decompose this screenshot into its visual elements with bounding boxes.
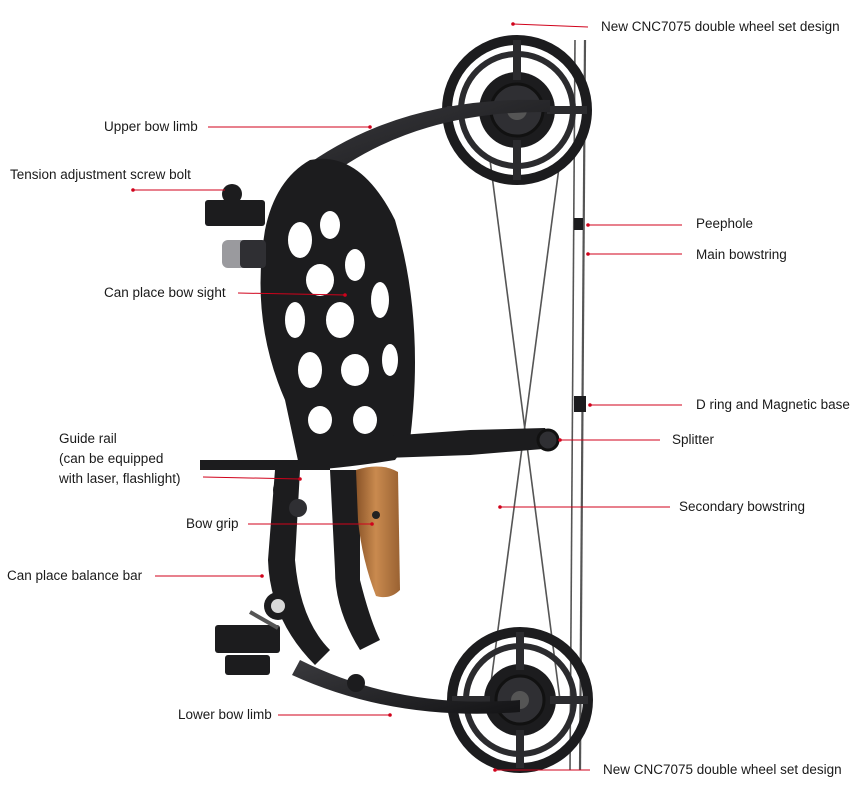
bow-grip [356,466,400,598]
tension-bolt-upper [205,184,266,268]
label-d-ring: D ring and Magnetic base [696,397,850,412]
label-guide-rail: Guide rail (can be equipped with laser, … [59,429,181,489]
label-guide-rail-line1: Guide rail [59,431,117,446]
label-secondary-string: Secondary bowstring [679,499,806,514]
label-main-string: Main bowstring [696,247,787,262]
leader-dots [131,22,592,772]
label-top-wheel: New CNC7075 double wheel set design [601,19,840,34]
label-tension-bolt: Tension adjustment screw bolt [10,167,191,182]
label-splitter: Splitter [672,432,715,447]
label-bow-sight: Can place bow sight [104,285,226,300]
shelf-arm [330,428,555,460]
d-ring-marker [574,396,586,412]
peephole-marker [574,218,583,230]
label-bottom-wheel: New CNC7075 double wheel set design [603,762,842,777]
label-bow-grip: Bow grip [186,516,239,531]
label-guide-rail-line3: with laser, flashlight) [59,471,181,486]
label-guide-rail-line2: (can be equipped [59,451,164,466]
label-balance-bar: Can place balance bar [7,568,143,583]
label-upper-limb: Upper bow limb [104,119,198,134]
leader-lines [133,23,682,771]
label-lower-limb: Lower bow limb [178,707,272,722]
lower-limb [292,660,520,714]
guide-rail [200,460,330,470]
label-peephole: Peephole [696,216,754,231]
tension-bolt-lower [215,610,280,675]
